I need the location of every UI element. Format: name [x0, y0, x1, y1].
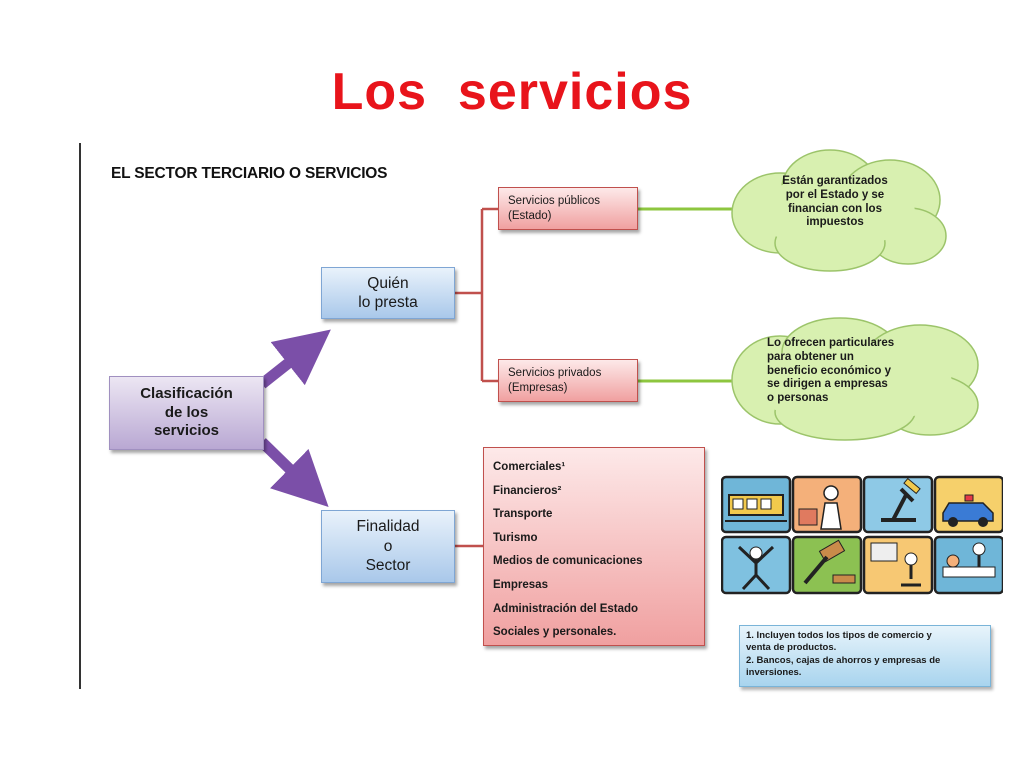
- classroom-icon: [862, 535, 934, 595]
- quien-lo-presta-box: Quién lo presta: [321, 267, 455, 319]
- sector-item: Financieros²: [493, 484, 562, 497]
- servicios-privados-box: Servicios privados (Empresas): [498, 359, 638, 402]
- page-title: Los servicios: [331, 63, 693, 121]
- cloud-privados-text: Lo ofrecen particulares para obtener un …: [767, 337, 895, 405]
- diagram-title: EL SECTOR TERCIARIO O SERVICIOS: [111, 165, 388, 182]
- arrow-to-quien: [258, 329, 331, 389]
- footnotes-box: 1. Incluyen todos los tipos de comercio …: [739, 625, 991, 687]
- footnote-line: 2. Bancos, cajas de ahorros y empresas d…: [746, 654, 941, 666]
- police-car-icon: [933, 475, 1003, 534]
- sectores-list-box: Comerciales¹ Financieros² Transporte Tur…: [483, 447, 705, 646]
- arrow-to-finalidad: [258, 438, 329, 508]
- sector-item: Administración del Estado: [493, 602, 639, 615]
- tram-icon: [721, 475, 792, 534]
- left-divider: [79, 143, 81, 689]
- sector-item: Medios de comunicaciones: [493, 555, 643, 568]
- microscope-icon: [862, 475, 934, 534]
- footnote-line: venta de productos.: [746, 642, 837, 654]
- footnote-line: 1. Incluyen todos los tipos de comercio …: [746, 630, 932, 641]
- servicios-publicos-box: Servicios públicos (Estado): [498, 187, 638, 230]
- patient-icon: [933, 535, 1003, 595]
- connector-quien: [455, 207, 498, 383]
- shop-icon: [791, 475, 863, 534]
- services-icon-grid: [721, 475, 1003, 595]
- sector-item: Sociales y personales.: [493, 626, 617, 639]
- sector-item: Turismo: [493, 531, 538, 544]
- gavel-icon: [791, 535, 863, 595]
- sector-item: Empresas: [493, 578, 548, 591]
- sector-item: Transporte: [493, 508, 553, 521]
- cloud-publicos-text: Están garantizados por el Estado y se fi…: [782, 175, 888, 229]
- footnote-line: inversiones.: [746, 667, 802, 679]
- sector-item: Comerciales¹: [493, 461, 566, 473]
- gymnast-icon: [721, 535, 792, 595]
- classification-box: Clasificación de los servicios: [109, 376, 264, 450]
- finalidad-sector-box: Finalidad o Sector: [321, 510, 455, 583]
